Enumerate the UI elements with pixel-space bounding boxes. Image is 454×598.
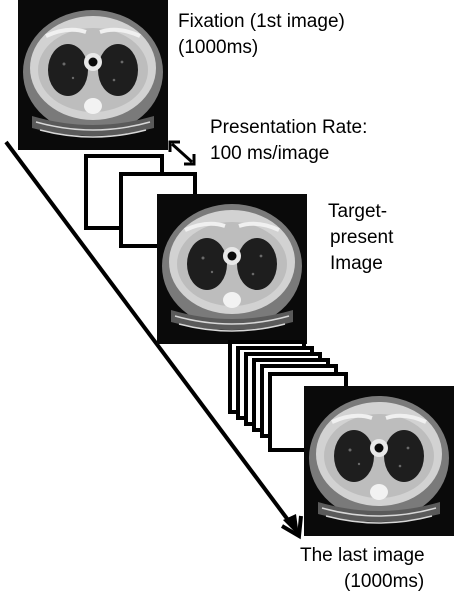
fixation-title: Fixation (1st image) — [178, 11, 345, 32]
target-label-line3: Image — [330, 253, 383, 274]
double-headed-arrow-icon — [168, 140, 196, 166]
presentation-rate-value: 100 ms/image — [210, 143, 330, 164]
presentation-rate-title: Presentation Rate: — [210, 117, 368, 138]
fixation-duration: (1000ms) — [178, 37, 259, 58]
last-image-duration: (1000ms) — [344, 571, 425, 592]
fixation-ct-image — [16, 0, 170, 152]
time-arrow-icon — [4, 140, 303, 540]
target-label-line2: present — [330, 227, 394, 248]
last-ct-image — [302, 384, 454, 538]
target-present-ct-image — [155, 192, 309, 346]
last-image-title: The last image — [300, 545, 425, 566]
target-label-line1: Target- — [328, 201, 388, 222]
